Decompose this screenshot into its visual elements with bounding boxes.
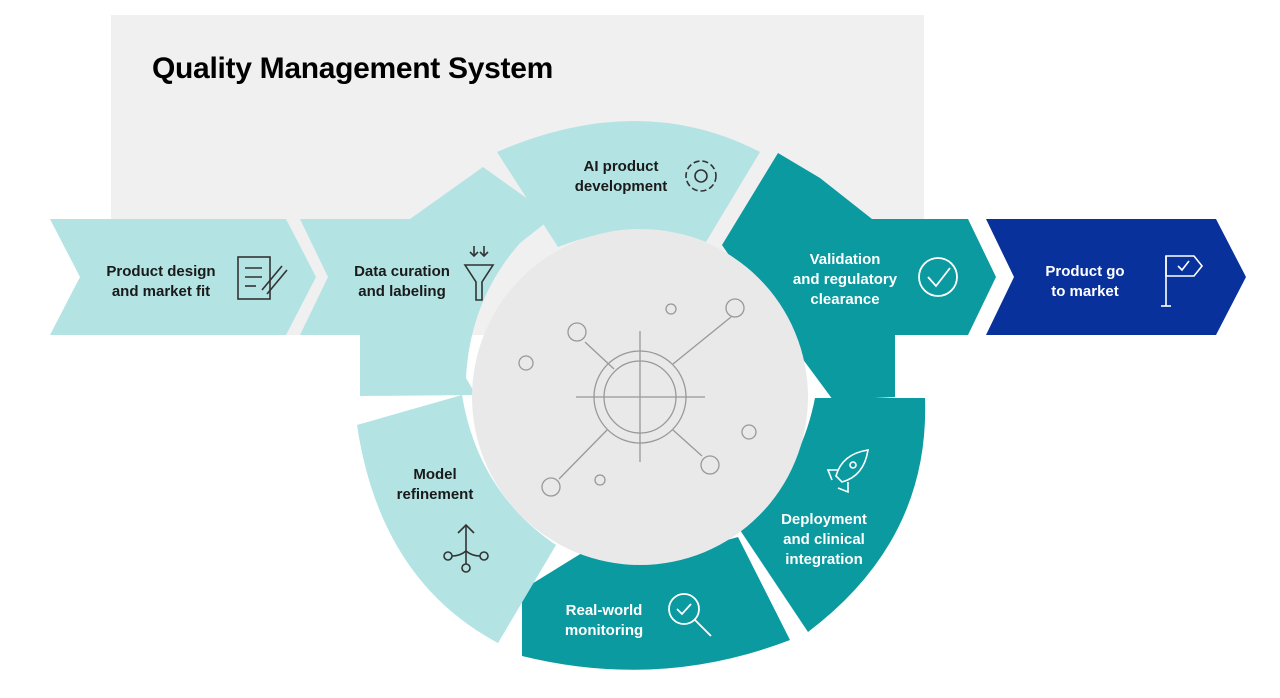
label-ai-development: AI product development — [574, 158, 668, 195]
label-product-design: Product design and market fit — [106, 263, 216, 300]
label-go-to-market: Product go to market — [1045, 263, 1125, 300]
label-data-curation: Data curation and labeling — [354, 263, 450, 300]
rocket-icon — [826, 449, 869, 494]
gear-icon — [685, 160, 717, 192]
branch-arrow-icon — [443, 523, 489, 573]
page-title: Quality Management System — [152, 52, 553, 85]
stage-ai-development-shape — [497, 121, 760, 247]
label-deployment: Deployment and clinical integration — [781, 511, 867, 568]
stage-refinement-shape — [357, 395, 556, 643]
stage-go-to-market-shape — [986, 219, 1246, 335]
stage-deployment-shape — [740, 398, 926, 632]
check-circle-icon — [918, 257, 958, 297]
funnel-icon — [463, 246, 495, 301]
stage-product-design-shape — [50, 219, 316, 335]
stage-monitoring-shape — [522, 537, 790, 670]
label-monitoring: Real-world monitoring — [564, 602, 644, 639]
flag-icon — [1161, 255, 1204, 307]
label-refinement: Model refinement — [396, 466, 474, 503]
stage-data-curation-shape — [300, 167, 553, 396]
network-graphic — [518, 298, 757, 497]
document-edit-icon — [237, 256, 288, 300]
magnifier-check-icon — [668, 593, 712, 637]
label-validation: Validation and regulatory clearance — [792, 251, 898, 308]
